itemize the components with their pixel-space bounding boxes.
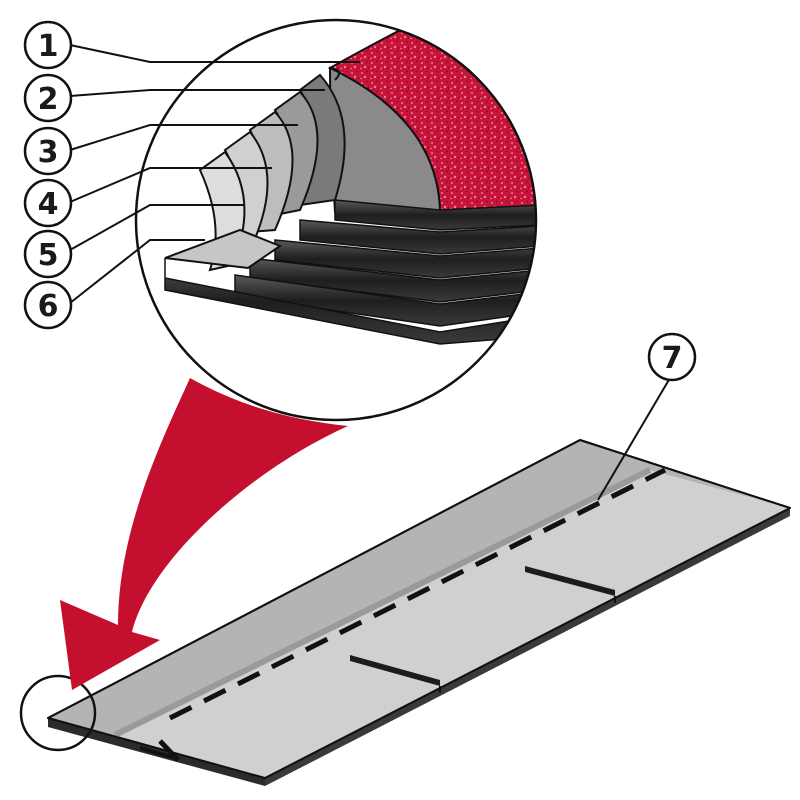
callout-label: 4 [38, 187, 59, 222]
callout-4: 4 [23, 178, 73, 228]
callout-label: 1 [38, 29, 59, 64]
shingle-strip [47, 439, 791, 786]
callout-1: 1 [23, 20, 73, 70]
adhesive-strip [168, 467, 667, 721]
callout-7: 7 [647, 332, 697, 382]
magnified-section [134, 18, 538, 422]
callout-label: 5 [38, 238, 59, 273]
callout-3: 3 [23, 126, 73, 176]
callout-label: 2 [38, 82, 59, 117]
detail-marker-circle [19, 674, 97, 752]
callout-label: 7 [662, 341, 683, 376]
callout-6: 6 [23, 280, 73, 330]
callout-5: 5 [23, 229, 73, 279]
leader-lines [69, 44, 671, 501]
callout-label: 3 [38, 135, 59, 170]
zoom-arrow [60, 378, 348, 690]
callout-label: 6 [38, 289, 59, 324]
tab-cutout [350, 655, 440, 686]
callout-2: 2 [23, 73, 73, 123]
tab-cutout [525, 566, 615, 596]
